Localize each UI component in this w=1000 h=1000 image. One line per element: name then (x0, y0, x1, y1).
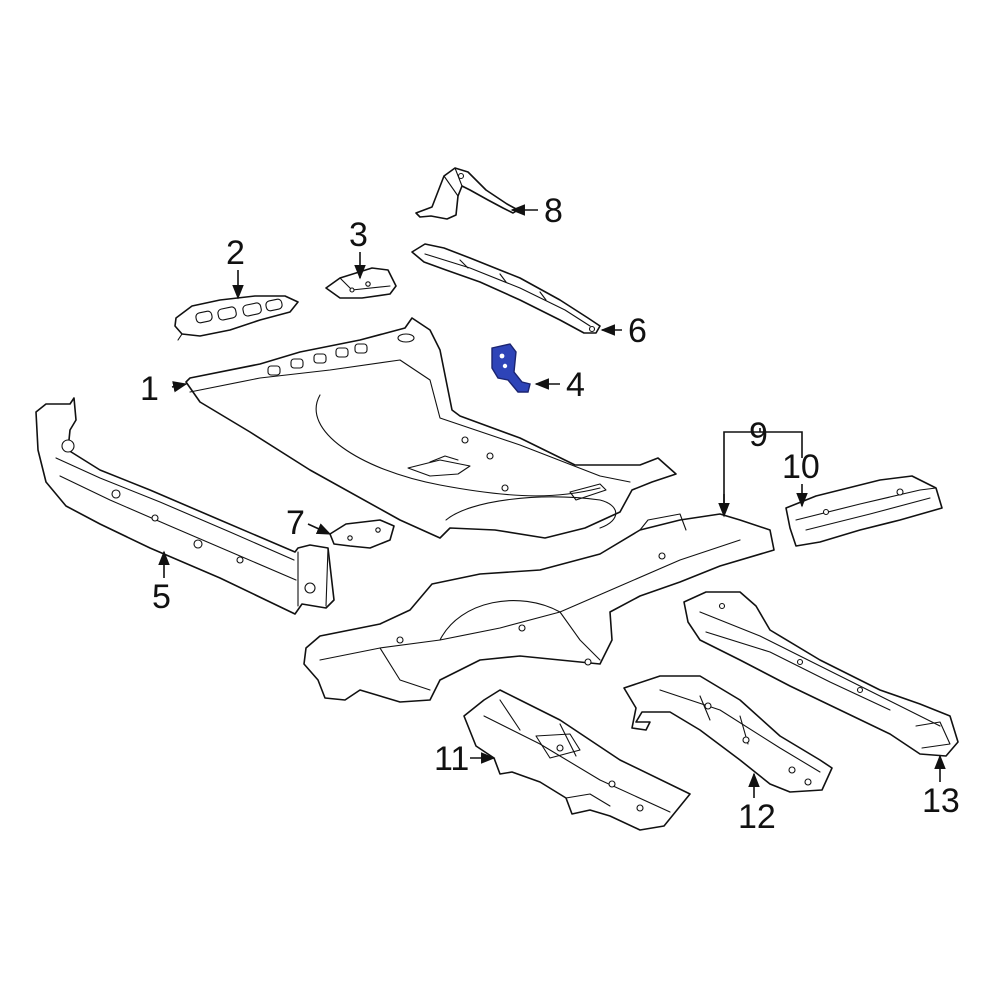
callout-10: 10 (782, 448, 820, 486)
part-5-cross-beam[interactable] (35, 397, 335, 615)
leader-lines (158, 204, 946, 798)
part-13-rail[interactable] (683, 591, 959, 757)
callout-11: 11 (434, 740, 469, 778)
leader-9-bracket (723, 431, 803, 514)
callout-6: 6 (628, 312, 647, 350)
callout-8: 8 (544, 192, 563, 230)
part-11-frame-section[interactable] (463, 689, 691, 831)
leader-1 (171, 381, 188, 393)
callout-3: 3 (349, 216, 368, 254)
callout-5: 5 (152, 578, 171, 616)
part-6-reinforcement[interactable] (411, 243, 601, 334)
part-2-plate[interactable] (174, 295, 299, 341)
callout-4: 4 (566, 366, 585, 404)
callout-1: 1 (140, 370, 159, 408)
part-12-cross-member[interactable] (623, 675, 833, 793)
part-9-rear-frame[interactable] (303, 513, 775, 703)
part-8-bracket[interactable] (415, 167, 519, 220)
callout-2: 2 (226, 234, 245, 272)
part-4-highlighted-bracket[interactable] (491, 343, 531, 393)
part-10-channel[interactable] (785, 475, 943, 547)
callout-13: 13 (922, 782, 960, 820)
part-3-bracket[interactable] (325, 267, 397, 299)
callout-9: 9 (749, 416, 768, 454)
leader-7 (307, 523, 332, 535)
callout-12: 12 (738, 798, 776, 836)
callout-labels: 1 2 3 4 5 6 7 8 9 10 11 12 13 (140, 192, 960, 836)
callout-7: 7 (286, 504, 305, 542)
part-7-plate[interactable] (329, 519, 395, 549)
part-1-floor-pan[interactable] (185, 317, 677, 539)
